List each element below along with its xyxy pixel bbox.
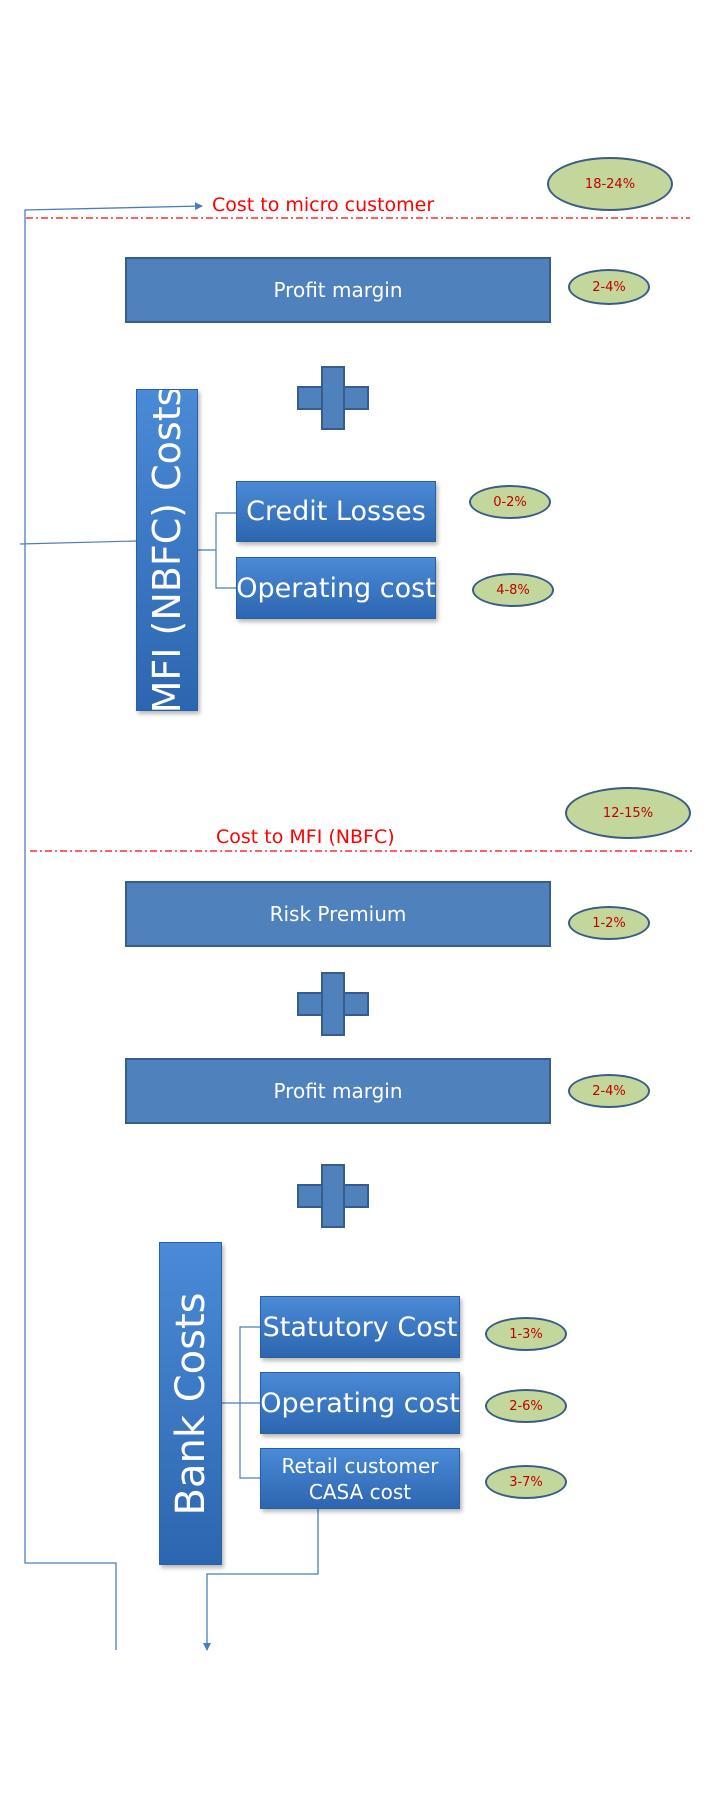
risk-premium-box: Risk Premium: [125, 881, 551, 947]
plus-icon: [297, 972, 369, 1036]
casa-cost-pill: 3-7%: [485, 1465, 567, 1499]
statutory-cost-pill: 1-3%: [485, 1317, 567, 1351]
plus-icon: [297, 1164, 369, 1228]
statutory-cost-box: Statutory Cost: [260, 1296, 460, 1358]
bank-operating-cost-pill: 2-6%: [485, 1389, 567, 1423]
risk-premium-pill: 1-2%: [568, 906, 650, 940]
casa-cost-box: Retail customer CASA cost: [260, 1448, 460, 1509]
mfi-operating-cost-box: Operating cost: [236, 557, 436, 619]
casa-arrow: [203, 1508, 319, 1651]
credit-losses-pill: 0-2%: [469, 485, 551, 519]
credit-losses-box: Credit Losses: [236, 481, 436, 542]
bank-operating-cost-box: Operating cost: [260, 1372, 460, 1434]
mfi-costs-bar: MFI (NBFC) Costs: [136, 389, 198, 711]
bank-costs-bar: Bank Costs: [159, 1242, 222, 1565]
left-bracket-arrow: [24, 202, 203, 1650]
mfi-tree-lines: [215, 512, 236, 589]
divider-label-bottom: Cost to MFI (NBFC): [216, 826, 395, 848]
profit-margin-box-bottom: Profit margin: [125, 1058, 551, 1124]
mfi-costs-label: MFI (NBFC) Costs: [145, 389, 189, 711]
bank-costs-label: Bank Costs: [167, 1292, 214, 1515]
profit-margin-pill-top: 2-4%: [568, 269, 650, 305]
profit-margin-pill-bottom: 2-4%: [568, 1074, 650, 1108]
total-pill-bottom: 12-15%: [565, 787, 691, 839]
mfi-operating-cost-pill: 4-8%: [472, 573, 554, 607]
mfi-branch-line: [19, 540, 137, 545]
divider-label-top: Cost to micro customer: [212, 194, 435, 216]
profit-margin-box-top: Profit margin: [125, 257, 551, 323]
plus-icon: [297, 366, 369, 430]
total-pill-top: 18-24%: [547, 157, 673, 211]
